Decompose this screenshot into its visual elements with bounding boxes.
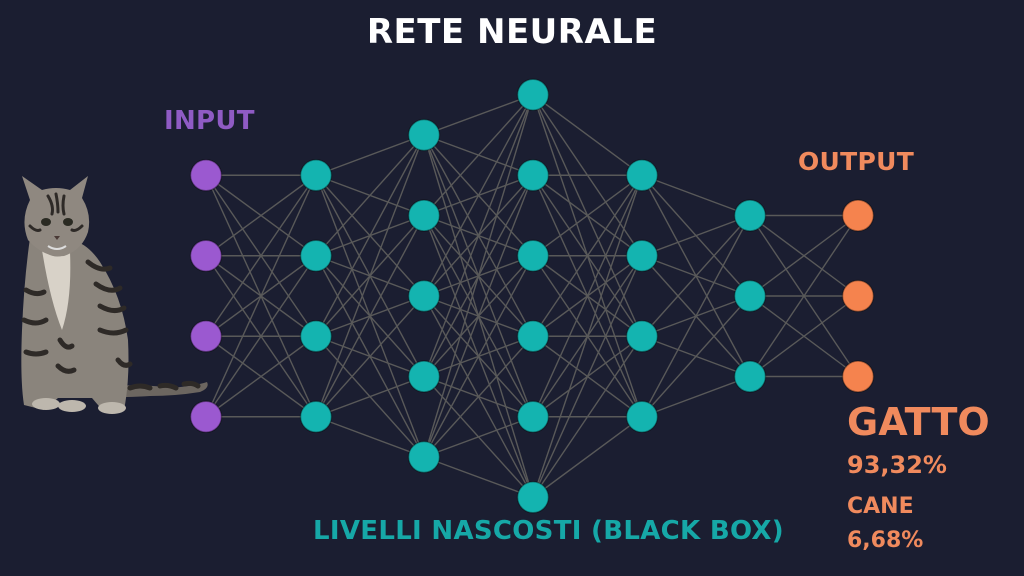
edge-l0-1-0 (205, 174, 317, 257)
input-node-0-3 (189, 400, 223, 433)
output-layer-label: OUTPUT (798, 147, 915, 176)
hidden-node-1-3 (299, 400, 333, 433)
edge-l4-2-0 (641, 215, 751, 337)
edge-l3-2-0 (532, 174, 643, 257)
edge-l2-3-0 (423, 94, 534, 377)
edge-l2-4-1 (423, 174, 534, 458)
hidden-node-3-2 (516, 239, 550, 272)
hidden-node-1-2 (299, 320, 333, 353)
edge-l2-4-2 (423, 255, 534, 458)
edge-l3-4-0 (532, 174, 643, 418)
edge-l4-3-1 (641, 295, 751, 418)
edge-l3-0-0 (532, 94, 643, 176)
hidden-node-3-1 (516, 159, 550, 192)
edge-l2-0-0 (423, 94, 534, 136)
edge-l3-5-3 (532, 416, 643, 498)
edge-l5-1-0 (749, 214, 859, 297)
edge-l0-3-0 (205, 174, 317, 418)
edge-l0-3-2 (205, 335, 317, 418)
edge-l0-2-0 (205, 174, 317, 337)
edge-l2-4-5 (423, 456, 534, 498)
edge-l3-5-2 (532, 335, 643, 498)
result-primary-label: GATTO (847, 400, 990, 444)
hidden-node-2-0 (407, 118, 441, 152)
edge-l5-2-1 (749, 295, 859, 378)
result-secondary-value: 6,68% (847, 528, 924, 553)
edge-l5-2-0 (749, 215, 859, 377)
edge-l2-4-4 (423, 416, 534, 458)
result-secondary-label: CANE (847, 494, 914, 519)
edge-l1-0-0 (315, 134, 425, 176)
edge-l1-3-0 (315, 134, 425, 418)
edge-l3-5-0 (532, 175, 643, 498)
hidden-node-3-4 (516, 400, 550, 433)
edge-l4-0-0 (641, 174, 751, 217)
output-node-6-0 (841, 199, 875, 232)
page-title: RETE NEURALE (366, 12, 658, 52)
edge-l1-2-0 (315, 134, 425, 337)
neurons (189, 78, 875, 514)
edge-l4-1-0 (641, 214, 751, 257)
edge-l3-5-1 (532, 255, 643, 498)
edge-l1-1-0 (315, 134, 425, 257)
input-node-0-1 (189, 239, 223, 272)
hidden-node-1-0 (299, 159, 333, 192)
hidden-node-2-4 (407, 440, 441, 474)
edge-l4-3-2 (641, 375, 751, 418)
edge-l1-3-3 (315, 375, 425, 418)
input-layer-label: INPUT (164, 106, 255, 136)
hidden-node-2-2 (407, 279, 441, 313)
hidden-node-3-0 (516, 78, 550, 111)
hidden-layers-label: LIVELLI NASCOSTI (BLACK BOX) (313, 516, 784, 546)
hidden-node-4-1 (625, 239, 659, 272)
output-node-6-2 (841, 360, 875, 393)
edge-l1-3-1 (315, 215, 425, 418)
output-node-6-1 (841, 279, 875, 313)
connections (205, 94, 859, 498)
edge-l2-4-0 (423, 94, 534, 458)
edge-l0-3-1 (205, 255, 317, 418)
edge-l4-3-0 (641, 215, 751, 418)
input-node-0-0 (189, 159, 223, 192)
hidden-node-5-1 (733, 279, 767, 313)
edge-l2-4-3 (423, 335, 534, 458)
hidden-node-2-1 (407, 199, 441, 232)
hidden-node-3-5 (516, 481, 550, 514)
hidden-node-4-3 (625, 400, 659, 433)
hidden-node-5-0 (733, 199, 767, 232)
hidden-node-3-3 (516, 320, 550, 353)
edge-l3-3-0 (532, 174, 643, 337)
hidden-node-4-0 (625, 159, 659, 192)
edge-l2-1-0 (423, 94, 534, 216)
edge-l1-3-2 (315, 295, 425, 418)
result-primary-value: 93,32% (847, 451, 947, 479)
edge-l1-3-4 (315, 416, 425, 458)
edge-l2-2-0 (423, 94, 534, 297)
input-node-0-2 (189, 320, 223, 353)
cat-image (21, 176, 208, 414)
hidden-node-1-1 (299, 239, 333, 272)
hidden-node-4-2 (625, 320, 659, 353)
hidden-node-2-3 (407, 360, 441, 393)
hidden-node-5-2 (733, 360, 767, 393)
